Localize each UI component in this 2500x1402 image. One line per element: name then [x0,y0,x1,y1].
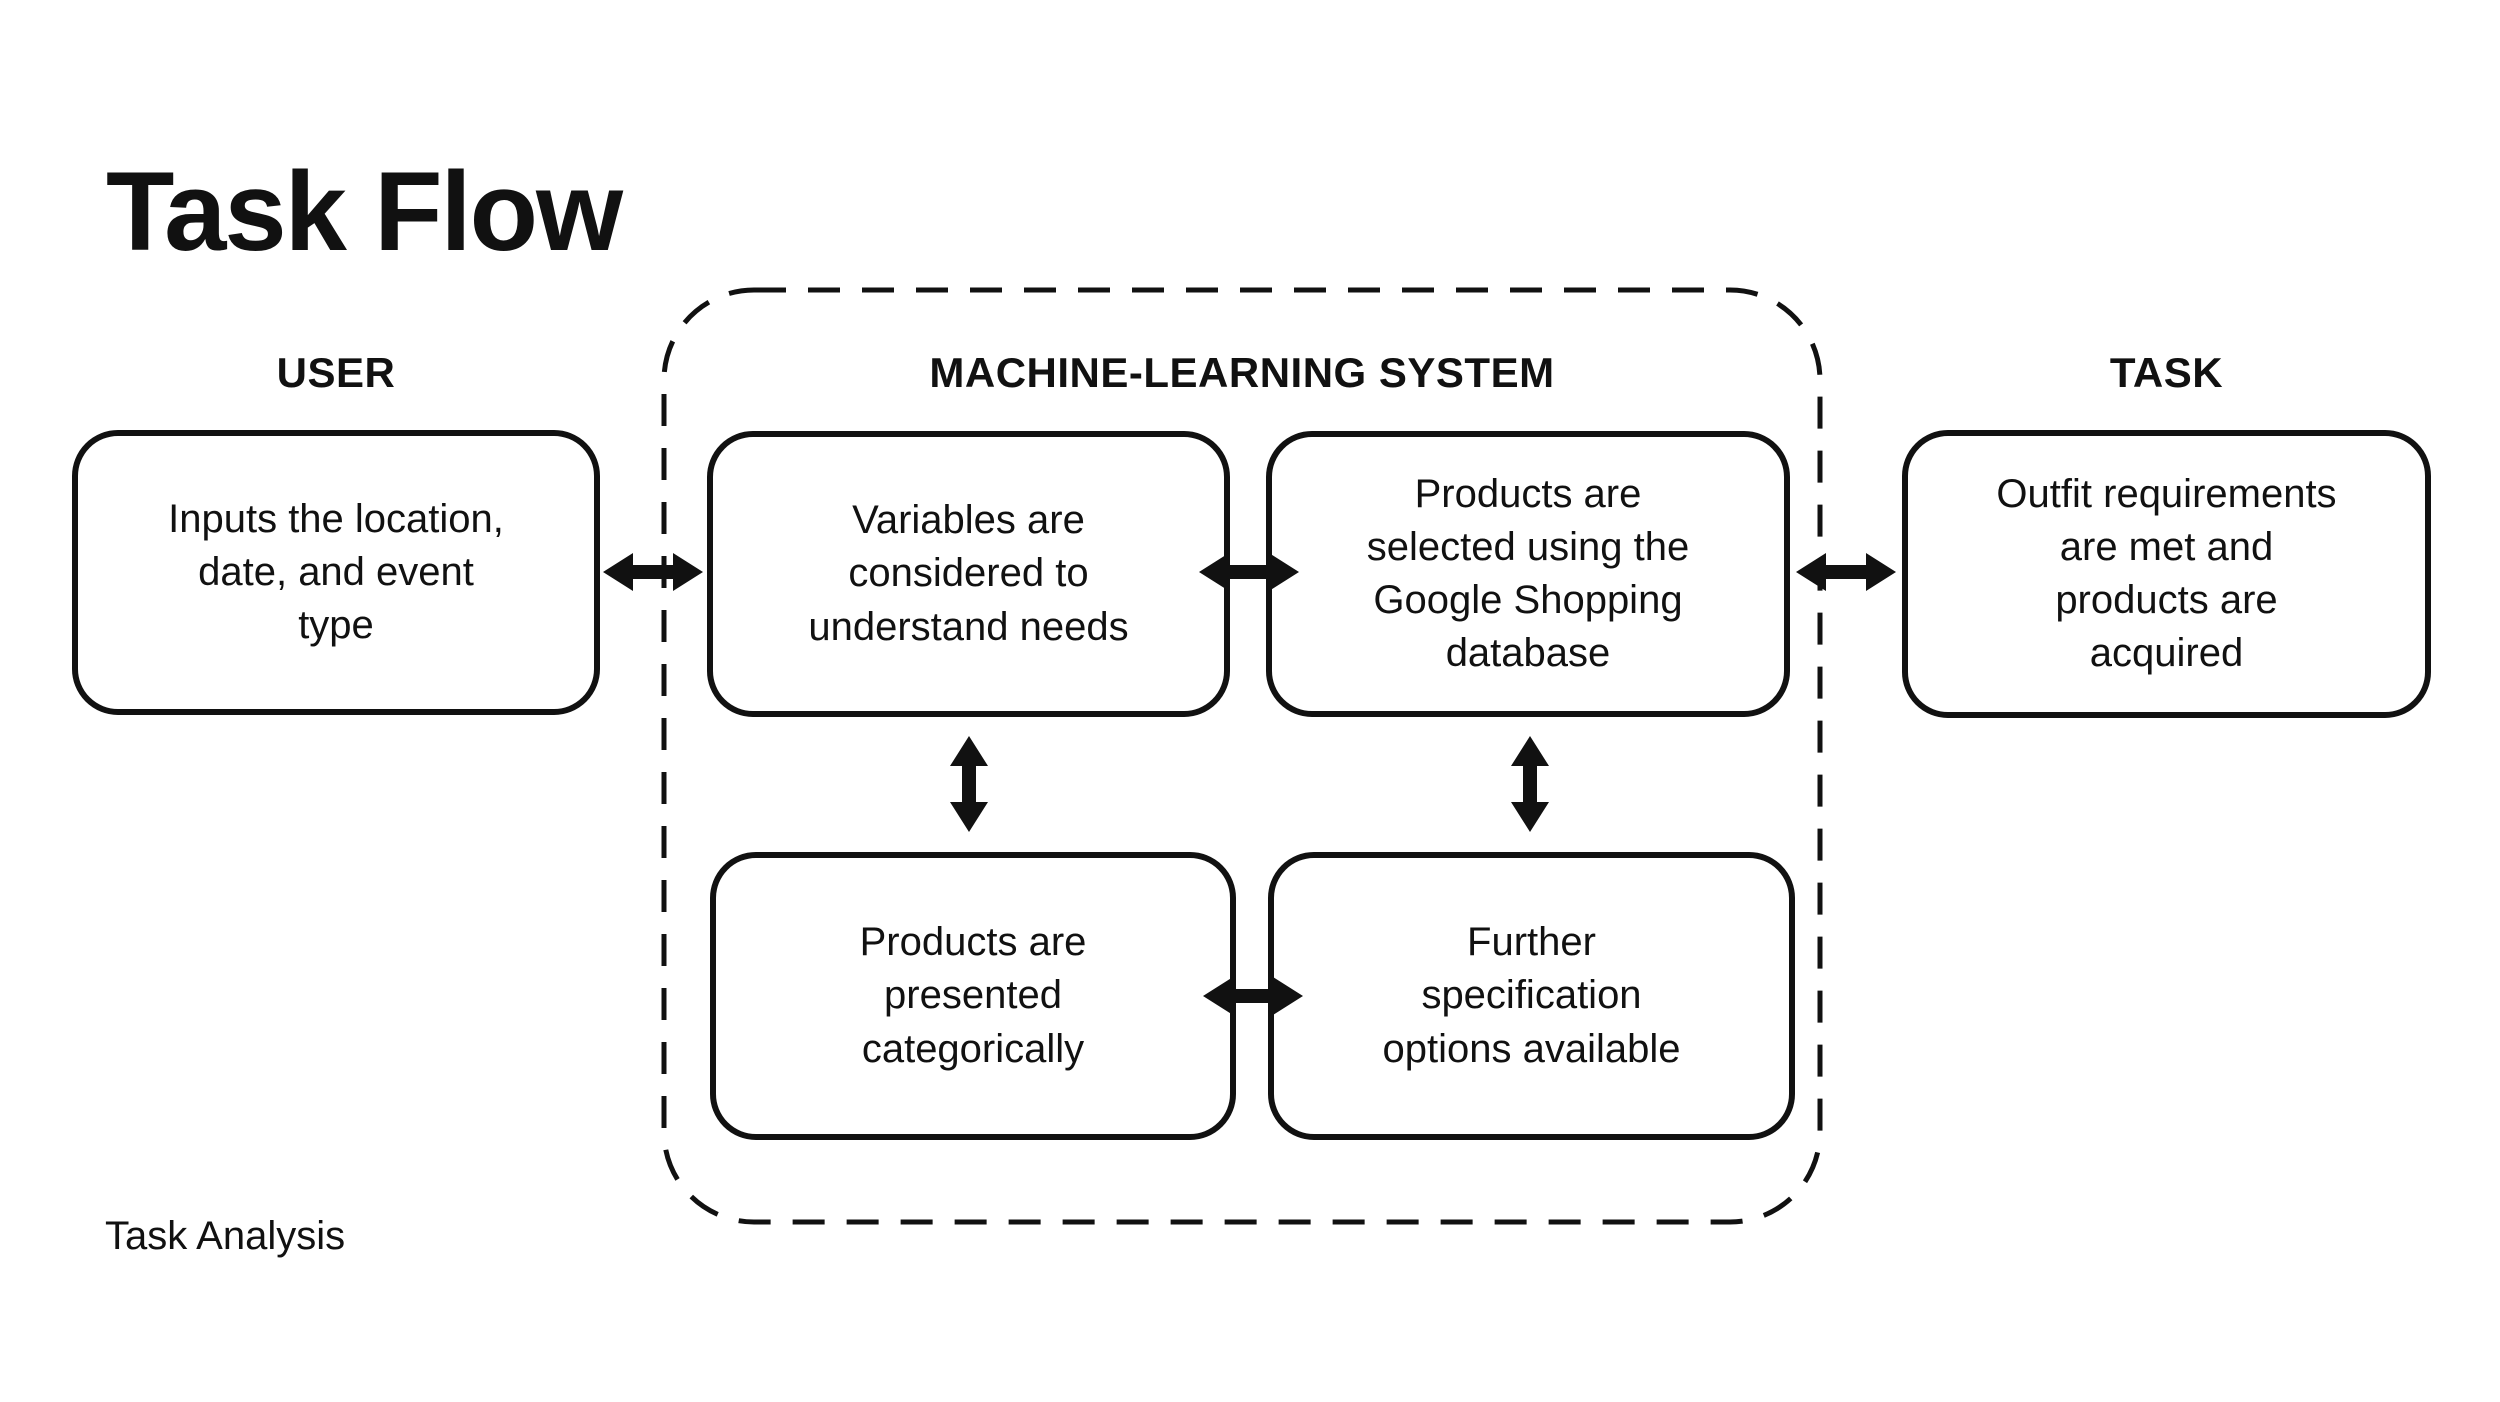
page-title: Task Flow [106,149,623,274]
double-arrow-variables-selection-icon [1199,553,1299,591]
lane-label-task: TASK [2109,349,2224,396]
system-boundary-dashed-box [661,287,1823,1225]
lane-label-machine-learning-system: MACHINE-LEARNING SYSTEM [929,349,1555,396]
double-arrow-user-system-icon [603,553,703,591]
footer-caption: Task Analysis [105,1214,346,1258]
node-product-selection: Products are selected using the Google S… [1266,431,1790,717]
double-arrow-selection-further-icon [1511,736,1549,832]
node-task-outcome: Outfit requirements are met and products… [1902,430,2431,718]
node-further-specification: Further specification options available [1268,852,1795,1140]
node-products-presented: Products are presented categorically [710,852,1236,1140]
double-arrow-presented-further-icon [1203,977,1303,1015]
lane-label-user: USER [276,349,396,396]
double-arrow-system-task-icon [1796,553,1896,591]
node-user-input: Inputs the location, date, and event typ… [72,430,600,715]
node-variables-considered: Variables are considered to understand n… [707,431,1230,717]
double-arrow-variables-presented-icon [950,736,988,832]
